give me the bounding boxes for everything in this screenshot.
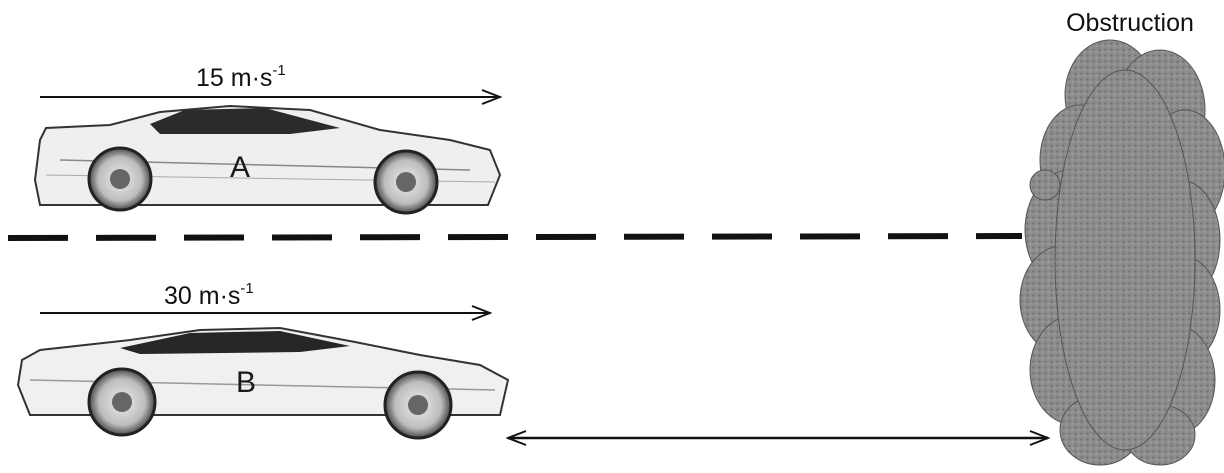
- car-b-letter: B: [236, 366, 256, 399]
- smoke-cloud-icon: [1019, 39, 1224, 466]
- car-a-letter: A: [230, 151, 250, 184]
- car-b-speed-label: 30 m·s-1: [164, 280, 254, 310]
- obstruction-label: Obstruction: [1066, 9, 1194, 37]
- lane-divider: [7, 233, 1023, 241]
- sedan-car-icon: [16, 326, 510, 440]
- sports-car-icon: [33, 104, 502, 215]
- car-a-speed-label: 15 m·s-1: [196, 62, 286, 92]
